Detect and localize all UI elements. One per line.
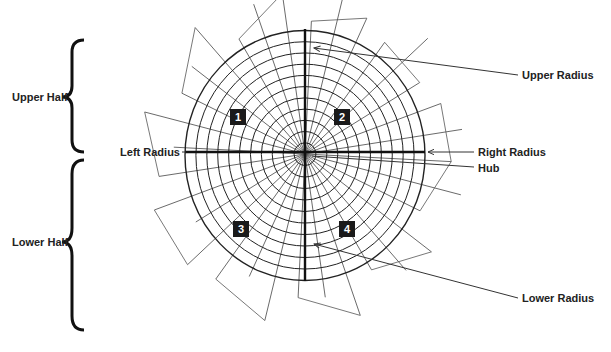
- radial-strand: [305, 154, 325, 297]
- radial-strand: [188, 154, 305, 265]
- radial-strand: [305, 0, 345, 154]
- radial-strand: [265, 154, 305, 321]
- radial-strand: [282, 0, 305, 154]
- callout-text: 3: [238, 224, 244, 235]
- part-label: Upper Radius: [522, 70, 594, 81]
- part-label: Left Radius: [120, 147, 180, 158]
- radial-strand: [239, 39, 305, 154]
- radial-strand: [192, 66, 305, 154]
- leader-lines: [182, 48, 518, 298]
- right-radius-leader: [428, 152, 474, 153]
- radial-strand: [254, 4, 305, 154]
- frame-strand: [311, 18, 366, 21]
- left-radius-leader: [182, 152, 186, 153]
- horizontal-radius: [185, 151, 425, 153]
- frame-strand: [216, 279, 265, 320]
- callout-number: 2: [334, 109, 350, 125]
- part-label: Right Radius: [478, 147, 546, 158]
- radial-strand: [305, 38, 428, 154]
- web-strands: [145, 0, 462, 321]
- part-label: Lower Radius: [522, 293, 594, 304]
- frame-strand: [145, 112, 159, 176]
- part-label: Upper Half: [12, 92, 68, 103]
- frame-strand: [154, 210, 187, 265]
- callout-number: 3: [233, 221, 249, 237]
- callout-text: 4: [344, 224, 350, 235]
- part-label: Hub: [478, 163, 499, 174]
- brackets: [62, 40, 84, 330]
- part-label: Lower Half: [12, 237, 68, 248]
- vertical-radius: [304, 29, 306, 281]
- hub-leader: [312, 156, 474, 167]
- radial-strand: [305, 154, 461, 195]
- frame-strand: [385, 42, 420, 82]
- radial-strand: [195, 28, 305, 154]
- upper-radius-leader: [314, 48, 518, 75]
- callout-number: 1: [230, 109, 246, 125]
- callout-text: 1: [235, 112, 241, 123]
- callout-text: 2: [339, 112, 345, 123]
- frame-strand: [182, 28, 195, 94]
- radial-strand: [305, 129, 462, 154]
- frame-strand: [441, 104, 451, 162]
- callout-number: 4: [339, 221, 355, 237]
- lower-radius-leader: [314, 244, 518, 298]
- frame-strand: [298, 298, 360, 316]
- radial-strand: [305, 154, 431, 252]
- radial-strand: [305, 154, 360, 315]
- frame-strand: [239, 0, 282, 39]
